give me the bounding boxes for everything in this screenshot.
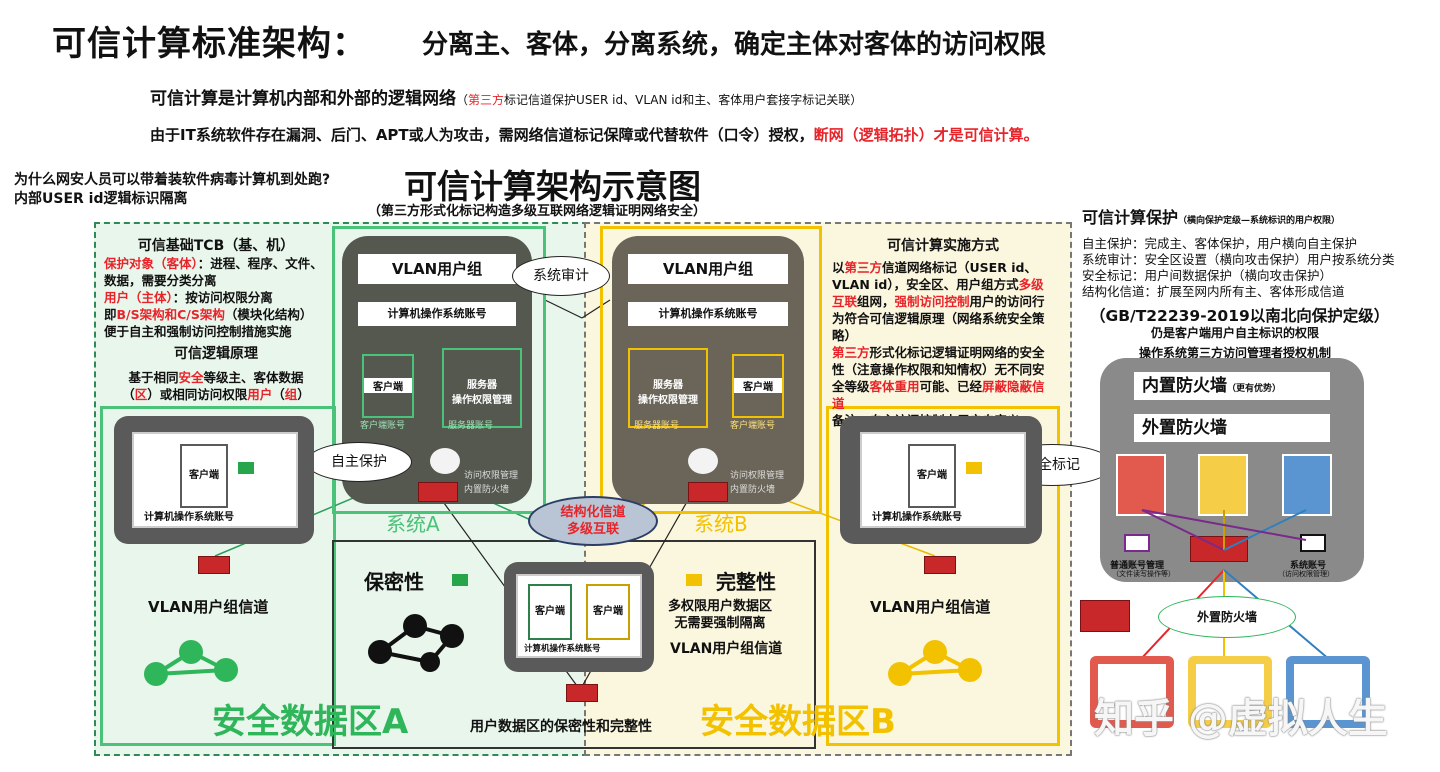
- laptop-a-firewall-icon: [198, 556, 230, 574]
- laptop-b-screen: 客户端 计算机操作系统账号: [860, 432, 1026, 528]
- structured-channel-bubble: 结构化信道 多级互联: [528, 496, 658, 546]
- external-firewall-bubble: 外置防火墙: [1158, 596, 1296, 638]
- right-connection-lines: [1139, 509, 1331, 661]
- laptop-b-channel: VLAN用户组信道: [870, 598, 991, 616]
- system-a-client-box: 客户端: [362, 354, 414, 418]
- self-protect-bubble: 自主保护: [306, 442, 412, 482]
- system-b-label: 系统B: [694, 512, 748, 536]
- tcb-description: 可信基础TCB（基、机） 保护对象（客体）：进程、程序、文件、数据，需要分类分离…: [104, 238, 323, 402]
- diagram-subtitle: （第三方形式化标记构造多级互联网络逻辑证明网络安全）: [368, 204, 707, 219]
- system-a-server: VLAN用户组 计算机操作系统账号 客户端 客户端账号 服务器 操作权限管理 服…: [342, 236, 532, 504]
- intro-line-2: 由于IT系统软件存在漏洞、后门、APT或人为攻击，需网络信道标记保障或代替软件（…: [150, 126, 1039, 144]
- normal-account-monitor-icon: [1124, 534, 1150, 552]
- zone-b-label: 安全数据区B: [700, 702, 896, 742]
- center-laptop: 客户端 客户端 计算机操作系统账号: [504, 562, 654, 672]
- multi-permission-note: 多权限用户数据区 无需要强制隔离: [668, 599, 773, 631]
- external-firewall-icon: [1080, 600, 1130, 632]
- system-account-monitor-icon: [1300, 534, 1326, 552]
- system-a-os-account: 计算机操作系统账号: [358, 302, 516, 326]
- system-a-server-box: 服务器 操作权限管理: [442, 348, 522, 428]
- zone-a-frame: [100, 406, 336, 746]
- question-note: 为什么网安人员可以带着装软件病毒计算机到处跑? 内部USER id逻辑标识隔离: [14, 172, 331, 207]
- system-b-server: VLAN用户组 计算机操作系统账号 服务器 操作权限管理 服务器账号 客户端 客…: [612, 236, 804, 504]
- network-green-icon: [144, 640, 238, 686]
- folder-icon: [452, 574, 468, 586]
- system-a-frame: [332, 226, 546, 514]
- gb-standard: （GB/T22239-2019以南北向保护定级）: [1090, 307, 1390, 325]
- external-firewall-label: 外置防火墙: [1134, 414, 1330, 442]
- zone-b-frame: [826, 406, 1060, 746]
- system-a-eye: [430, 448, 460, 474]
- audit-bubble: 系统审计: [512, 256, 610, 296]
- protection-panel: 可信计算保护（横向保护定级—系统标识的用户权限） 自主保护：完成主、客体保护，用…: [1082, 204, 1432, 300]
- red-monitor-icon: [1090, 656, 1174, 728]
- internal-firewall-label: 内置防火墙（更有优势）: [1134, 372, 1330, 400]
- laptop-a: 客户端 计算机操作系统账号: [114, 416, 314, 544]
- system-b-os-account: 计算机操作系统账号: [628, 302, 788, 326]
- folder-icon: [686, 574, 702, 586]
- folder-icon: [966, 462, 982, 474]
- system-a-label: 系统A: [386, 512, 440, 536]
- zone-a-label: 安全数据区A: [212, 702, 409, 742]
- laptop-b-firewall-icon: [924, 556, 956, 574]
- laptop-a-channel: VLAN用户组信道: [148, 598, 269, 616]
- laptop-b: 客户端 计算机操作系统账号: [840, 416, 1042, 544]
- blue-server-icon: [1282, 454, 1332, 516]
- intro-line-1: 可信计算是计算机内部和外部的逻辑网络（第三方标记信道保护USER id、VLAN…: [150, 89, 863, 109]
- router-firewall-icon: [1190, 536, 1248, 562]
- system-b-firewall-icon: [688, 482, 728, 502]
- diagram-title: 可信计算架构示意图: [404, 167, 701, 206]
- system-b-client-box: 客户端: [732, 354, 784, 418]
- list-item: 系统审计：安全区设置（横向攻击保护）用户按系统分类: [1082, 252, 1395, 267]
- watermark: 知乎 @虚拟人生: [1094, 696, 1388, 742]
- network-black-icon: [368, 614, 464, 672]
- yellow-monitor-icon: [1188, 656, 1272, 728]
- system-b-eye: [688, 448, 718, 474]
- system-b-server-box: 服务器 操作权限管理: [628, 348, 708, 428]
- center-laptop-screen: 客户端 客户端 计算机操作系统账号: [516, 574, 642, 658]
- system-a-firewall-icon: [418, 482, 458, 502]
- center-channel: VLAN用户组信道: [670, 641, 783, 657]
- list-item: 自主保护：完成主、客体保护，用户横向自主保护: [1082, 236, 1358, 251]
- yellow-server-icon: [1198, 454, 1248, 516]
- center-bottom-caption: 用户数据区的保密性和完整性: [470, 719, 652, 735]
- page-title: 可信计算标准架构：: [52, 24, 367, 64]
- network-yellow-icon: [888, 640, 982, 686]
- firewall-server: 内置防火墙（更有优势） 外置防火墙 普通账号管理 （文件读写操作等） 系统账号 …: [1100, 358, 1364, 582]
- blue-monitor-icon: [1286, 656, 1370, 728]
- laptop-a-screen: 客户端 计算机操作系统账号: [132, 432, 298, 528]
- folder-icon: [238, 462, 254, 474]
- system-b-frame: [600, 226, 822, 514]
- protection-list: 自主保护：完成主、客体保护，用户横向自主保护 系统审计：安全区设置（横向攻击保护…: [1082, 236, 1432, 300]
- gb-note: 仍是客户端用户自主标识的权限 操作系统第三方访问管理者授权机制: [1138, 326, 1331, 360]
- confidentiality-label: 保密性: [364, 570, 424, 594]
- system-a-vlan: VLAN用户组: [358, 254, 516, 284]
- page-subtitle: 分离主、客体，分离系统，确定主体对客体的访问权限: [422, 30, 1047, 60]
- system-b-vlan: VLAN用户组: [628, 254, 788, 284]
- list-item: 结构化信道：扩展至网内所有主、客体形成信道: [1082, 284, 1345, 299]
- center-firewall-icon: [566, 684, 598, 702]
- implementation-description: 可信计算实施方式 以第三方信道网络标记（USER id、VLAN id），安全区…: [832, 238, 1045, 428]
- integrity-label: 完整性: [716, 570, 776, 594]
- list-item: 安全标记：用户间数据保护（横向攻击保护）: [1082, 268, 1333, 283]
- red-server-icon: [1116, 454, 1166, 516]
